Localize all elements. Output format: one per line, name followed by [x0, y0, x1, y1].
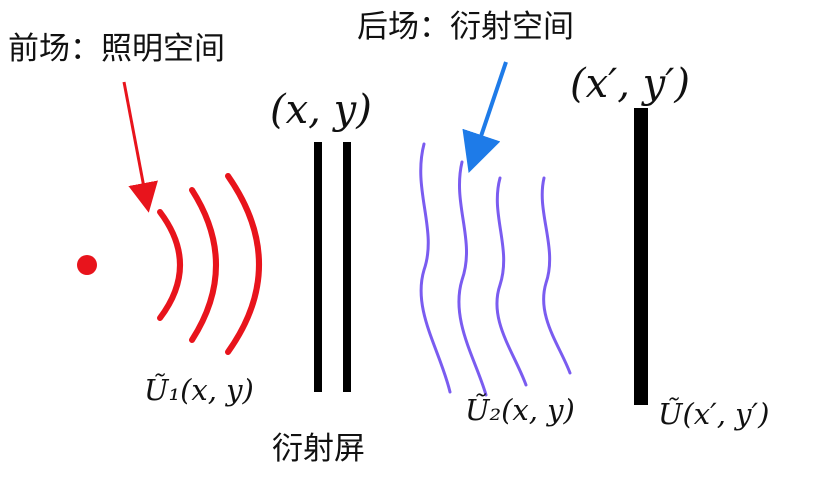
back-wave-1	[419, 142, 452, 394]
front-field-label: 前场：照明空间	[8, 31, 225, 67]
blue-arrow	[462, 61, 508, 173]
diffraction-screen-label: 衍射屏	[272, 431, 365, 467]
observation-coords-label: (x′, y′)	[570, 61, 690, 107]
back-field-label: 后场：衍射空间	[357, 9, 574, 45]
observation-screen	[634, 108, 648, 405]
point-source-dot	[77, 255, 97, 275]
diffraction-screen-left-line	[314, 142, 322, 392]
u1-field-label: Ũ₁(x, y)	[144, 373, 254, 407]
red-arrow	[122, 81, 158, 213]
back-wave-3	[495, 176, 528, 387]
front-wave-3	[225, 173, 262, 355]
diffraction-screen-right-line	[343, 142, 351, 392]
u2-field-label: Ũ₂(x, y)	[465, 393, 575, 427]
back-wave-4	[540, 176, 572, 375]
front-wave-1	[157, 209, 183, 321]
u-observation-label: Ũ(x′, y′)	[658, 397, 770, 431]
screen-coords-label: (x, y)	[270, 87, 372, 133]
back-wave-2	[457, 160, 488, 397]
front-wave-2	[189, 187, 219, 343]
